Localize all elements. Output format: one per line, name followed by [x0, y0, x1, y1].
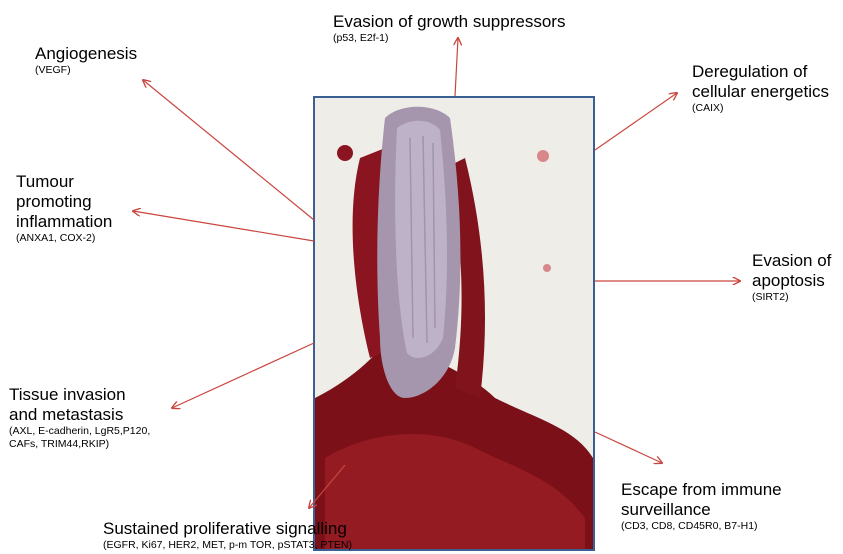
- label-evasion-apoptosis: Evasion of apoptosis (SIRT2): [752, 251, 831, 304]
- label-immune-escape: Escape from immune surveillance (CD3, CD…: [621, 480, 782, 533]
- arrow-angiogenesis: [143, 80, 314, 220]
- hallmark-markers: (AXL, E-cadherin, LgR5,P120, CAFs, TRIM4…: [9, 425, 150, 451]
- hallmark-title: Sustained proliferative signalling: [103, 519, 352, 539]
- hallmark-markers: (SIRT2): [752, 291, 831, 304]
- hallmark-markers: (EGFR, Ki67, HER2, MET, p-m TOR, pSTAT3,…: [103, 539, 352, 552]
- hallmark-title: Tissue invasion and metastasis: [9, 385, 150, 425]
- arrow-invasion: [172, 343, 314, 408]
- arrow-proliferative: [309, 465, 345, 508]
- hallmark-markers: (CD3, CD8, CD45R0, B7-H1): [621, 520, 782, 533]
- hallmark-title: Evasion of apoptosis: [752, 251, 831, 291]
- hallmark-markers: (CAIX): [692, 102, 829, 115]
- arrow-inflammation: [133, 211, 314, 241]
- label-tumour-inflammation: Tumour promoting inflammation (ANXA1, CO…: [16, 172, 112, 245]
- label-proliferative-signalling: Sustained proliferative signalling (EGFR…: [103, 519, 352, 552]
- hallmark-title: Deregulation of cellular energetics: [692, 62, 829, 102]
- arrow-immune: [595, 432, 662, 463]
- label-deregulation-energetics: Deregulation of cellular energetics (CAI…: [692, 62, 829, 115]
- arrow-growth-suppressors: [455, 38, 458, 96]
- hallmark-markers: (ANXA1, COX-2): [16, 232, 112, 245]
- hallmark-title: Evasion of growth suppressors: [333, 12, 565, 32]
- hallmark-title: Tumour promoting inflammation: [16, 172, 112, 232]
- arrow-energetics: [595, 93, 677, 150]
- hallmark-markers: (VEGF): [35, 64, 137, 77]
- label-angiogenesis: Angiogenesis (VEGF): [35, 44, 137, 77]
- hallmark-title: Angiogenesis: [35, 44, 137, 64]
- label-evasion-growth-suppressors: Evasion of growth suppressors (p53, E2f-…: [333, 12, 565, 45]
- label-tissue-invasion: Tissue invasion and metastasis (AXL, E-c…: [9, 385, 150, 451]
- hallmark-markers: (p53, E2f-1): [333, 32, 565, 45]
- hallmark-title: Escape from immune surveillance: [621, 480, 782, 520]
